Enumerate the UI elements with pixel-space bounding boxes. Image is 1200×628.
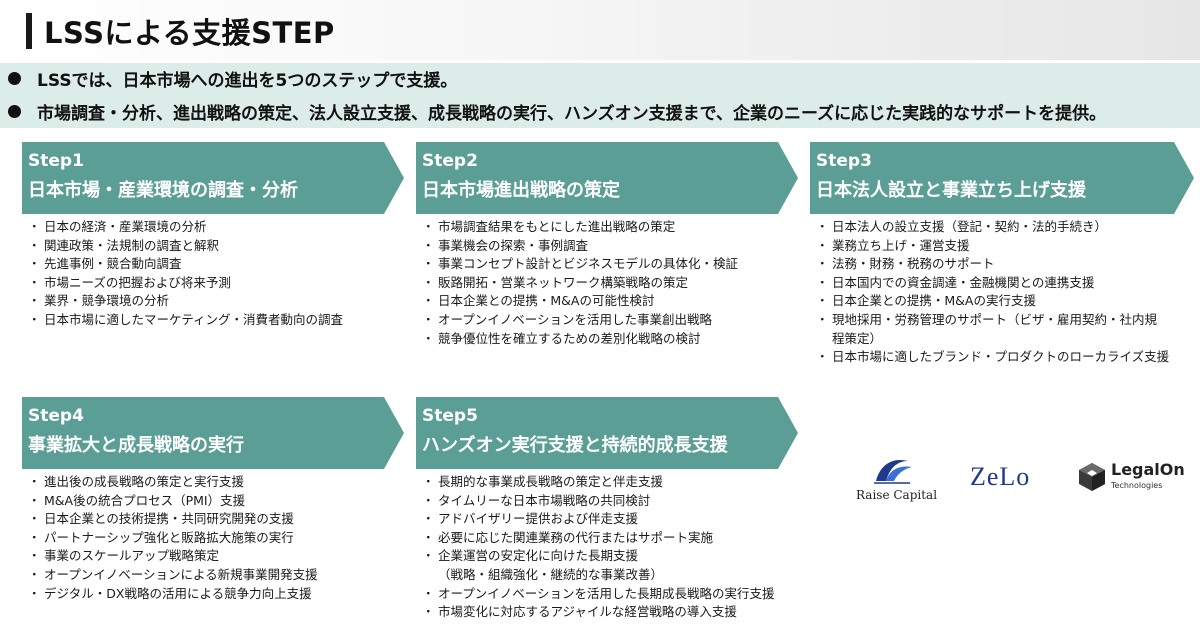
list-item: ・オープンイノベーションを活用した事業創出戦略 bbox=[422, 311, 713, 327]
intro-text-1: LSSでは、日本市場への進出を5つのステップで支援。 bbox=[37, 71, 458, 91]
list-item: ・オープンイノベーションを活用した長期成長戦略の実行支援 bbox=[422, 585, 775, 601]
list-item: ・法務・財務・税務のサポート bbox=[816, 256, 995, 272]
list-item-continued: （戦略・組織強化・継続的な事業改善） bbox=[438, 566, 664, 582]
intro-text-2: 市場調査・分析、進出戦略の策定、法人設立支援、成長戦略の実行、ハンズオン支援まで… bbox=[37, 104, 1107, 124]
list-item: ・日本市場に適したブランド・プロダクトのローカライズ支援 bbox=[816, 349, 1170, 365]
list-item: ・市場変化に対応するアジャイルな経営戦略の導入支援 bbox=[422, 604, 737, 620]
list-item: ・日本国内での資金調達・金融機関との連携支援 bbox=[816, 274, 1095, 290]
list-item-continued: 程策定） bbox=[832, 330, 883, 346]
list-item: ・市場ニーズの把握および将来予測 bbox=[28, 274, 231, 290]
step5-list: ・長期的な事業成長戦略の策定と伴走支援 ・タイムリーな日本市場戦略の共同検討 ・… bbox=[416, 473, 775, 622]
intro-bullet-2: 市場調査・分析、進出戦略の策定、法人設立支援、成長戦略の実行、ハンズオン支援まで… bbox=[0, 97, 1200, 127]
list-item: ・先進事例・競合動向調査 bbox=[28, 256, 182, 272]
list-item: ・必要に応じた関連業務の代行またはサポート実施 bbox=[422, 529, 714, 545]
step3-title: 日本法人設立と事業立ち上げ支援 bbox=[816, 180, 1086, 201]
list-item: ・進出後の成長戦略の策定と実行支援 bbox=[28, 474, 245, 489]
step1-header: Step1 日本市場・産業環境の調査・分析 bbox=[22, 142, 404, 214]
list-item: ・競争優位性を確立するための差別化戦略の検討 bbox=[422, 330, 701, 346]
list-item: ・販路開拓・営業ネットワーク構築戦略の策定 bbox=[422, 274, 689, 290]
raise-capital-mark-icon bbox=[874, 459, 912, 484]
step3-label: Step3 bbox=[816, 151, 872, 171]
list-item: ・業界・競争環境の分析 bbox=[28, 293, 170, 309]
step2-label: Step2 bbox=[422, 151, 478, 171]
list-item: ・長期的な事業成長戦略の策定と伴走支援 bbox=[422, 474, 664, 489]
step2-title: 日本市場進出戦略の策定 bbox=[422, 180, 620, 201]
list-item: ・日本企業との提携・M&Aの可能性検討 bbox=[422, 293, 655, 309]
list-item: ・市場調査結果をもとにした進出戦略の策定 bbox=[422, 219, 676, 234]
zelo-logo-text: ZeLo bbox=[970, 462, 1031, 491]
step4-title: 事業拡大と成長戦略の実行 bbox=[28, 435, 244, 456]
list-item: ・業務立ち上げ・運営支援 bbox=[816, 237, 970, 253]
list-item: ・アドバイザリー提供および伴走支援 bbox=[422, 511, 639, 527]
step1-list: ・日本の経済・産業環境の分析 ・関連政策・法規制の調査と解釈 ・先進事例・競合動… bbox=[22, 218, 343, 330]
list-item: ・タイムリーな日本市場戦略の共同検討 bbox=[422, 492, 651, 508]
list-item: ・日本企業との提携・M&Aの実行支援 bbox=[816, 293, 1036, 309]
list-item: ・日本市場に適したマーケティング・消費者動向の調査 bbox=[28, 311, 344, 327]
step5-title: ハンズオン実行支援と持続的成長支援 bbox=[422, 435, 728, 456]
step4-header: Step4 事業拡大と成長戦略の実行 bbox=[22, 397, 404, 469]
raise-capital-logo-text: Raise Capital bbox=[856, 488, 938, 502]
list-item: ・現地採用・労務管理のサポート（ビザ・雇用契約・社内規 bbox=[816, 311, 1158, 327]
list-item: ・日本企業との技術提携・共同研究開発の支援 bbox=[28, 511, 294, 527]
step3-list: ・日本法人の設立支援（登記・契約・法的手続き） ・業務立ち上げ・運営支援 ・法務… bbox=[810, 218, 1169, 367]
list-item: ・事業機会の探索・事例調査 bbox=[422, 237, 589, 253]
step1-title: 日本市場・産業環境の調査・分析 bbox=[28, 180, 298, 201]
list-item: ・M&A後の統合プロセス（PMI）支援 bbox=[28, 492, 246, 508]
list-item: ・企業運営の安定化に向けた長期支援 bbox=[422, 548, 639, 564]
step5-header: Step5 ハンズオン実行支援と持続的成長支援 bbox=[416, 397, 798, 469]
step3-header: Step3 日本法人設立と事業立ち上げ支援 bbox=[810, 142, 1194, 214]
step4-list: ・進出後の成長戦略の策定と実行支援 ・M&A後の統合プロセス（PMI）支援 ・日… bbox=[22, 473, 318, 603]
step2-list: ・市場調査結果をもとにした進出戦略の策定 ・事業機会の探索・事例調査 ・事業コン… bbox=[416, 218, 738, 348]
legalon-logo-subtext: Technologies bbox=[1111, 481, 1163, 490]
list-item: ・日本法人の設立支援（登記・契約・法的手続き） bbox=[816, 219, 1108, 234]
list-item: ・日本の経済・産業環境の分析 bbox=[28, 219, 207, 234]
list-item: ・関連政策・法規制の調査と解釈 bbox=[28, 237, 220, 253]
title-accent-bar bbox=[26, 13, 32, 49]
bullet-dot-icon bbox=[8, 105, 21, 118]
list-item: ・パートナーシップ強化と販路拡大施策の実行 bbox=[28, 529, 294, 545]
list-item: ・デジタル・DX戦略の活用による競争力向上支援 bbox=[28, 585, 312, 601]
step2-header: Step2 日本市場進出戦略の策定 bbox=[416, 142, 798, 214]
intro-bullet-1: LSSでは、日本市場への進出を5つのステップで支援。 bbox=[0, 64, 1200, 94]
list-item: ・事業コンセプト設計とビジネスモデルの具体化・検証 bbox=[422, 256, 739, 272]
step1-label: Step1 bbox=[28, 151, 84, 171]
legalon-logo-text: LegalOn bbox=[1111, 460, 1185, 479]
title-bar: LSSによる支援STEP bbox=[0, 0, 1200, 60]
list-item: ・事業のスケールアップ戦略策定 bbox=[28, 548, 220, 564]
page-title: LSSによる支援STEP bbox=[44, 16, 335, 50]
legalon-cube-icon bbox=[1079, 463, 1105, 491]
intro-band bbox=[0, 63, 1200, 128]
bullet-dot-icon bbox=[8, 72, 21, 85]
list-item: ・オープンイノベーションによる新規事業開発支援 bbox=[28, 566, 318, 582]
step5-label: Step5 bbox=[422, 406, 478, 426]
step4-label: Step4 bbox=[28, 406, 84, 426]
